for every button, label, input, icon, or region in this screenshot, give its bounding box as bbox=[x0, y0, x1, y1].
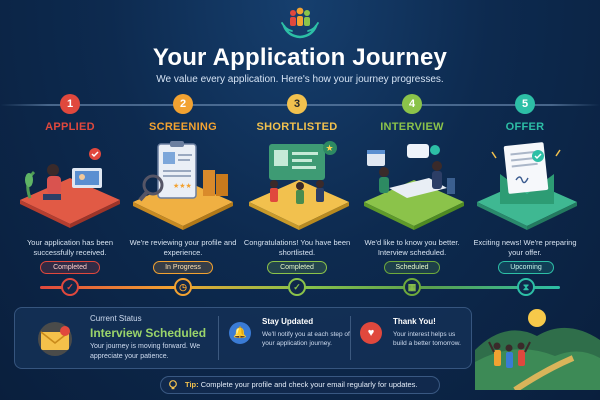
stage-shortlisted: 3 SHORTLISTED bbox=[242, 94, 352, 133]
stage-offer: 5 OFFER bbox=[470, 94, 580, 133]
svg-text:★★★: ★★★ bbox=[173, 182, 192, 190]
stage-description: We'd like to know you better. Interview … bbox=[364, 238, 460, 257]
current-status-heading: Current Status bbox=[90, 314, 142, 323]
status-badge-completed: Completed bbox=[40, 261, 100, 274]
lightbulb-icon bbox=[169, 380, 177, 390]
stage-screening: 2 SCREENING bbox=[128, 94, 238, 133]
tip-label: Tip: bbox=[185, 380, 199, 389]
envelope-icon bbox=[38, 322, 72, 356]
people-hands-logo-icon bbox=[281, 7, 319, 39]
stage-label: SHORTLISTED bbox=[256, 121, 338, 133]
stage-number: 4 bbox=[402, 94, 422, 114]
tip-bar: Tip: Complete your profile and check you… bbox=[160, 376, 440, 394]
hourglass-icon: ⧗ bbox=[517, 278, 535, 296]
current-status-text: Your journey is moving forward. We appre… bbox=[90, 343, 201, 360]
stage-label: OFFER bbox=[505, 121, 545, 133]
panel-divider bbox=[218, 316, 219, 360]
shortlisted-team-illustration: ★ bbox=[249, 141, 349, 230]
bell-icon: 🔔 bbox=[229, 322, 251, 344]
status-badge-scheduled: Scheduled bbox=[384, 261, 440, 274]
interview-meeting-illustration bbox=[364, 144, 464, 230]
thank-you-heading: Thank You! bbox=[393, 317, 436, 326]
stage-label: SCREENING bbox=[148, 121, 218, 133]
stage-description: Your application has been successfully r… bbox=[26, 238, 114, 257]
applicant-at-laptop-illustration bbox=[20, 148, 120, 228]
resume-review-illustration: ★★★ bbox=[133, 141, 233, 230]
stage-description: Exciting news! We're preparing your offe… bbox=[473, 238, 577, 257]
stage-description: We're reviewing your profile and experie… bbox=[129, 238, 237, 257]
celebrating-people-landscape-illustration bbox=[475, 309, 600, 390]
stage-description: Congratulations! You have been shortlist… bbox=[243, 238, 351, 257]
calendar-icon: ▦ bbox=[403, 278, 421, 296]
status-badge-in-progress: In Progress bbox=[153, 261, 213, 274]
stay-updated-heading: Stay Updated bbox=[262, 317, 314, 326]
thank-you-text: Your interest helps us build a better to… bbox=[393, 331, 461, 347]
stage-number: 5 bbox=[515, 94, 535, 114]
check-icon: ✓ bbox=[288, 278, 306, 296]
current-status-value: Interview Scheduled bbox=[90, 326, 207, 340]
panel-divider bbox=[350, 316, 351, 360]
clock-icon: ◷ bbox=[174, 278, 192, 296]
heart-hand-icon: ♥ bbox=[360, 322, 382, 344]
offer-letter-illustration bbox=[477, 142, 577, 230]
stage-number: 1 bbox=[60, 94, 80, 114]
page-subtitle: We value every application. Here's how y… bbox=[156, 74, 444, 85]
tip-text: Complete your profile and check your ema… bbox=[200, 380, 418, 389]
check-icon: ✓ bbox=[61, 278, 79, 296]
page-title: Your Application Journey bbox=[152, 44, 448, 71]
stage-interview: 4 INTERVIEW bbox=[357, 94, 467, 133]
stage-label: INTERVIEW bbox=[380, 121, 444, 133]
stage-number: 3 bbox=[287, 94, 307, 114]
status-badge-upcoming: Upcoming bbox=[498, 261, 554, 274]
stay-updated-text: We'll notify you at each step of your ap… bbox=[262, 331, 350, 347]
stage-number: 2 bbox=[173, 94, 193, 114]
stage-applied: 1 APPLIED bbox=[15, 94, 125, 133]
status-badge-completed: Completed bbox=[267, 261, 327, 274]
stage-label: APPLIED bbox=[45, 121, 95, 133]
svg-text:★: ★ bbox=[326, 144, 334, 154]
